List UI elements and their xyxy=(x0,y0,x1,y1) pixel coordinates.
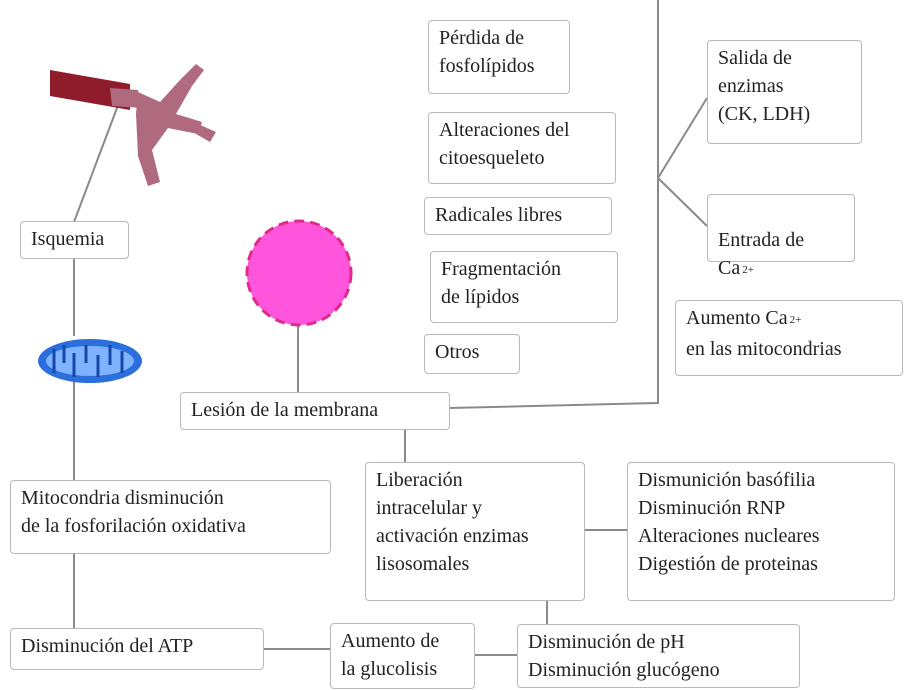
connector-artery-isquemia xyxy=(73,99,121,223)
glucolisis-node: Aumento de la glucolisis xyxy=(330,623,475,689)
mitocondria-node: Mitocondria disminución de la fosforilac… xyxy=(10,480,331,554)
mitochondria-icon xyxy=(38,339,142,383)
perdida-node: Pérdida de fosfolípidos xyxy=(428,20,570,94)
connector-bracket-entrada xyxy=(657,177,708,227)
radicales-node: Radicales libres xyxy=(424,197,612,235)
aumento-ca-rest: en las mitocondrias xyxy=(686,338,842,360)
entrada-text: Entrada de Ca xyxy=(718,229,805,279)
connector-lesion-bracket xyxy=(448,0,659,409)
atp-node: Disminución del ATP xyxy=(10,628,264,670)
lesion-node: Lesión de la membrana xyxy=(180,392,450,430)
aumento-ca-text: Aumento Ca xyxy=(686,307,788,329)
connector-bracket-salida xyxy=(657,97,708,179)
entrada-superscript: 2+ xyxy=(742,264,754,276)
liberacion-node: Liberación intracelular y activación enz… xyxy=(365,462,585,601)
fragmentacion-node: Fragmentación de lípidos xyxy=(430,251,618,323)
aumento-ca-superscript: 2+ xyxy=(789,314,802,326)
isquemia-node: Isquemia xyxy=(20,221,129,259)
salida-node: Salida de enzimas (CK, LDH) xyxy=(707,40,862,144)
cell-membrane-icon xyxy=(245,219,353,327)
artery-icon xyxy=(50,64,216,186)
otros-node: Otros xyxy=(424,334,520,374)
dismunicion-node: Dismunición basófilia Disminución RNP Al… xyxy=(627,462,895,601)
alteraciones-node: Alteraciones del citoesqueleto xyxy=(428,112,616,184)
ph-node: Disminución de pH Disminución glucógeno xyxy=(517,624,800,688)
